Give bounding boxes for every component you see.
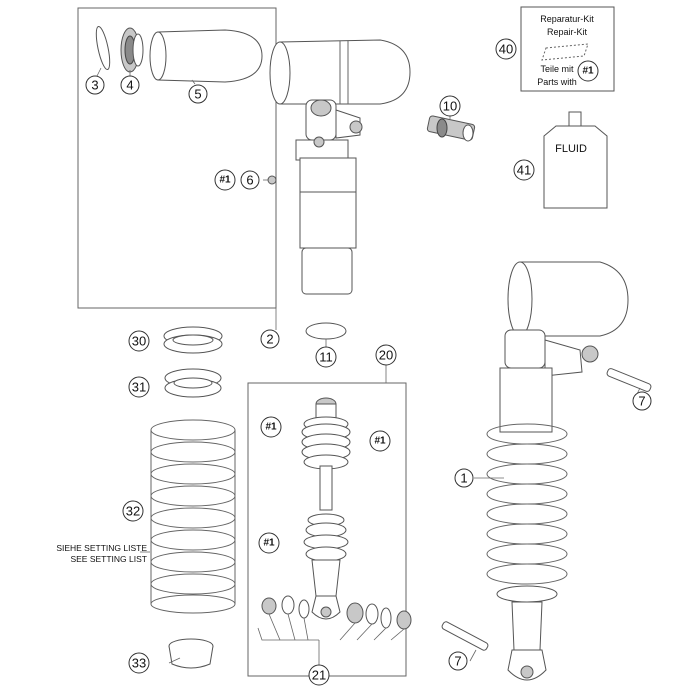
part-6-washer: [267, 175, 277, 185]
svg-text:30: 30: [132, 334, 146, 349]
repair-kit-line-3: Teile mit: [540, 64, 574, 74]
part-20-piston-rod: [301, 397, 351, 620]
svg-text:11: 11: [319, 350, 333, 365]
setting-note-line-1: SIEHE SETTING LISTE: [56, 543, 147, 553]
callout-4: 4: [120, 75, 140, 95]
svg-text:32: 32: [126, 504, 140, 519]
upper-shock-body: [269, 39, 411, 295]
svg-text:4: 4: [126, 78, 133, 93]
part-7-upper-bolt: [606, 368, 652, 392]
repair-kit-line-1: Reparatur-Kit: [540, 14, 594, 24]
svg-text:#1: #1: [219, 175, 231, 186]
callout-40: 40: [495, 38, 517, 60]
setting-note-line-2: SEE SETTING LIST: [70, 554, 147, 564]
svg-text:10: 10: [443, 99, 457, 114]
ref-mark-repair-kit: #1: [577, 60, 599, 82]
part-32-spring: [150, 419, 236, 614]
brand-logo-mark: [541, 43, 589, 61]
part-40-repair-kit: Reparatur-Kit Repair-Kit Teile mit Parts…: [520, 6, 615, 92]
svg-text:7: 7: [638, 394, 645, 409]
svg-text:3: 3: [91, 78, 98, 93]
svg-text:41: 41: [517, 163, 531, 178]
part-31-spring-seat: [164, 368, 222, 398]
callout-32: 32: [122, 500, 144, 522]
callout-33: 33: [128, 652, 150, 674]
ref-mark-upper-right: #1: [369, 430, 391, 452]
part-4-seal-head: [120, 27, 144, 73]
callout-7-lower: 7: [448, 651, 468, 671]
callout-30: 30: [128, 330, 150, 352]
svg-text:2: 2: [266, 332, 273, 347]
part-7-lower-bolt: [441, 621, 489, 651]
svg-text:5: 5: [194, 87, 201, 102]
callout-2: 2: [260, 329, 280, 349]
callout-7-upper: 7: [632, 391, 652, 411]
svg-text:1: 1: [460, 471, 467, 486]
part-21-shim-set: [261, 595, 412, 630]
svg-text:6: 6: [246, 173, 253, 188]
part-41-fluid-bottle: FLUID: [543, 111, 608, 209]
svg-text:21: 21: [312, 668, 326, 683]
svg-text:40: 40: [499, 42, 513, 57]
callout-6: 6: [240, 170, 260, 190]
callout-20: 20: [375, 344, 397, 366]
ref-mark-part-6: #1: [214, 169, 236, 191]
callout-3: 3: [85, 75, 105, 95]
fluid-label: FLUID: [555, 143, 587, 155]
svg-text:#1: #1: [582, 66, 594, 77]
callout-31: 31: [128, 376, 150, 398]
svg-text:7: 7: [454, 654, 461, 669]
callout-10: 10: [439, 95, 461, 117]
svg-text:#1: #1: [374, 436, 386, 447]
callout-1: 1: [454, 468, 474, 488]
part-1-complete-shock: [486, 261, 629, 681]
setting-list-note: SIEHE SETTING LISTE SEE SETTING LIST: [56, 543, 147, 564]
upper-assembly-frame: [77, 7, 277, 309]
repair-kit-line-2: Repair-Kit: [547, 27, 588, 37]
callout-41: 41: [513, 159, 535, 181]
svg-text:33: 33: [132, 656, 146, 671]
callout-21: 21: [308, 664, 330, 686]
part-30-spring-retainer: [163, 326, 223, 354]
callout-11: 11: [315, 346, 337, 368]
part-33-lower-spring-seat: [168, 638, 214, 669]
part-10-valve: [426, 115, 476, 142]
ref-mark-lower: #1: [258, 532, 280, 554]
part-3-circlip: [95, 25, 111, 71]
repair-kit-line-4: Parts with: [537, 77, 577, 87]
leader-lines: [94, 67, 641, 676]
callout-5: 5: [188, 84, 208, 104]
ref-mark-upper-left: #1: [260, 416, 282, 438]
svg-text:20: 20: [379, 348, 393, 363]
part-11-ring: [305, 322, 347, 340]
part-5-bladder: [149, 29, 263, 83]
svg-text:31: 31: [132, 380, 146, 395]
svg-text:#1: #1: [265, 422, 277, 433]
svg-text:#1: #1: [263, 538, 275, 549]
